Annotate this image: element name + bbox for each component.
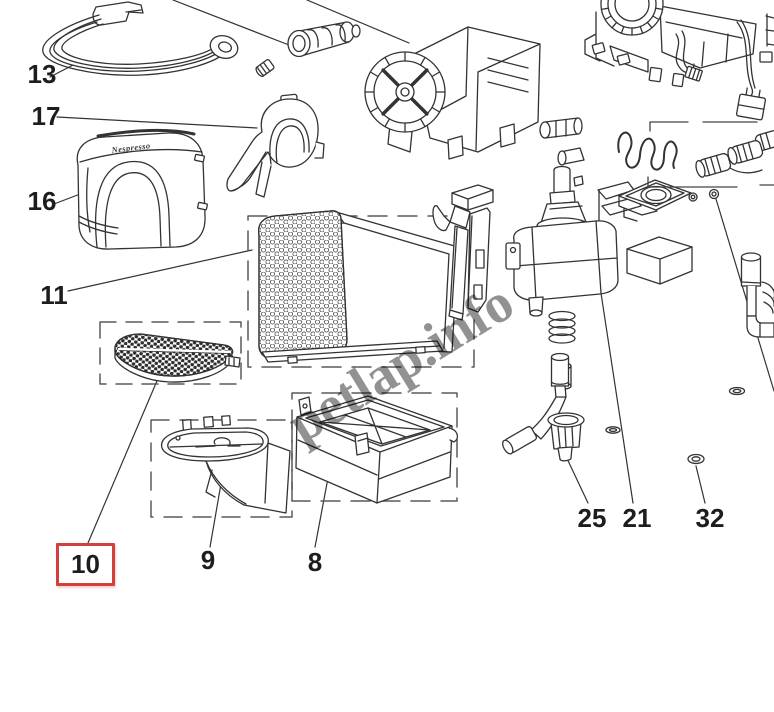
part-label-13[interactable]: 13 bbox=[27, 59, 57, 89]
leader-line-17 bbox=[56, 116, 258, 129]
leader-line-right-edge bbox=[715, 198, 774, 392]
part-label-11[interactable]: 11 bbox=[40, 280, 68, 310]
part-block bbox=[626, 236, 693, 285]
part-ejection-lever bbox=[432, 184, 494, 321]
leader-line-21 bbox=[598, 279, 634, 504]
nespresso-logo-text: Nespresso bbox=[110, 140, 151, 155]
part-21-pump bbox=[505, 165, 642, 317]
part-label-32[interactable]: 32 bbox=[695, 503, 725, 533]
part-10-highlight-box[interactable]: 10 bbox=[56, 543, 115, 586]
part-label-17[interactable]: 17 bbox=[31, 101, 61, 131]
leader-line-top-left bbox=[172, 0, 290, 46]
part-small-roller bbox=[539, 117, 583, 139]
part-11-capsule-container bbox=[257, 210, 459, 364]
part-outlet-fitting bbox=[557, 147, 585, 166]
part-10-dashed-frame bbox=[99, 321, 242, 385]
part-roller-pin bbox=[287, 21, 361, 58]
part-25-outlet-tube bbox=[502, 352, 585, 462]
part-label-8[interactable]: 8 bbox=[307, 547, 323, 577]
leader-lines bbox=[49, 0, 774, 548]
leader-line-9 bbox=[209, 477, 223, 548]
part-16-front-housing: Nespresso bbox=[76, 128, 208, 250]
part-label-21[interactable]: 21 bbox=[622, 503, 652, 533]
part-17-lever bbox=[226, 93, 325, 198]
part-label-25[interactable]: 25 bbox=[577, 503, 607, 533]
part-spring bbox=[548, 310, 576, 344]
part-o-rings bbox=[688, 188, 720, 202]
part-label-9[interactable]: 9 bbox=[200, 545, 216, 575]
part-13-handle bbox=[42, 1, 239, 76]
part-thermoblock-assembly bbox=[584, 0, 774, 121]
part-8-drip-tray-base bbox=[295, 395, 459, 504]
leader-line-top-center bbox=[306, 0, 410, 44]
part-heating-spring-wire bbox=[617, 131, 678, 171]
leader-line-10 bbox=[87, 361, 166, 544]
part-wire-connectors bbox=[695, 130, 774, 178]
part-8-dashed-frame bbox=[291, 392, 458, 502]
leader-line-11 bbox=[67, 249, 253, 292]
part-label-16[interactable]: 16 bbox=[27, 186, 57, 216]
part-washers bbox=[605, 386, 746, 465]
part-screw bbox=[255, 58, 275, 77]
bracket-lines bbox=[647, 121, 774, 188]
part-9-drip-tray-support bbox=[160, 415, 291, 514]
part-motor-assembly bbox=[364, 26, 541, 160]
part-right-tube bbox=[740, 252, 774, 338]
leader-line-13 bbox=[49, 64, 74, 78]
part-label-10: 10 bbox=[71, 549, 100, 579]
part-10-drip-grid bbox=[114, 333, 241, 383]
leader-line-32 bbox=[695, 465, 706, 504]
